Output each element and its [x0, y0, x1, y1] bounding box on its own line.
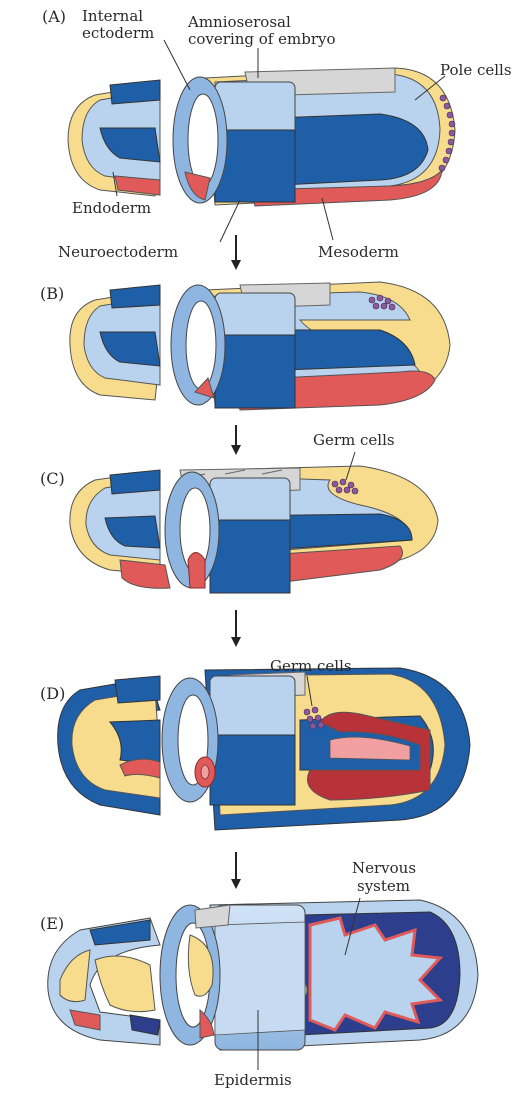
nervous-system-label-line2: system	[357, 878, 410, 895]
arrow-d-e	[231, 852, 241, 889]
internal-ectoderm-label-line1: Internal	[82, 8, 143, 25]
panel-label-d: (D)	[40, 685, 65, 702]
panel-b-embryo	[70, 282, 450, 410]
arrow-a-b	[231, 235, 241, 270]
neuroectoderm-label: Neuroectoderm	[58, 244, 178, 261]
internal-ectoderm-label-line2: ectoderm	[82, 25, 154, 42]
panel-label-a: (A)	[42, 8, 66, 25]
panel-label-e: (E)	[40, 915, 64, 932]
arrow-b-c	[231, 425, 241, 455]
germ-cells-label-d: Germ cells	[270, 658, 352, 675]
amnioserosal-label-line1: Amnioserosal	[188, 14, 291, 31]
mesoderm-label: Mesoderm	[318, 244, 399, 261]
arrow-c-d	[231, 610, 241, 647]
panel-label-b: (B)	[40, 285, 64, 302]
germ-cells-label-c: Germ cells	[313, 432, 395, 449]
panel-e-embryo	[48, 898, 478, 1070]
epidermis-label: Epidermis	[214, 1072, 292, 1089]
endoderm-label: Endoderm	[72, 200, 151, 217]
pole-cells-label: Pole cells	[440, 62, 512, 79]
panel-c-embryo	[70, 452, 438, 593]
amnioserosal-label-line2: covering of embryo	[188, 31, 336, 48]
panel-d-embryo	[58, 668, 470, 830]
nervous-system-label-line1: Nervous	[352, 860, 416, 877]
panel-label-c: (C)	[40, 470, 65, 487]
